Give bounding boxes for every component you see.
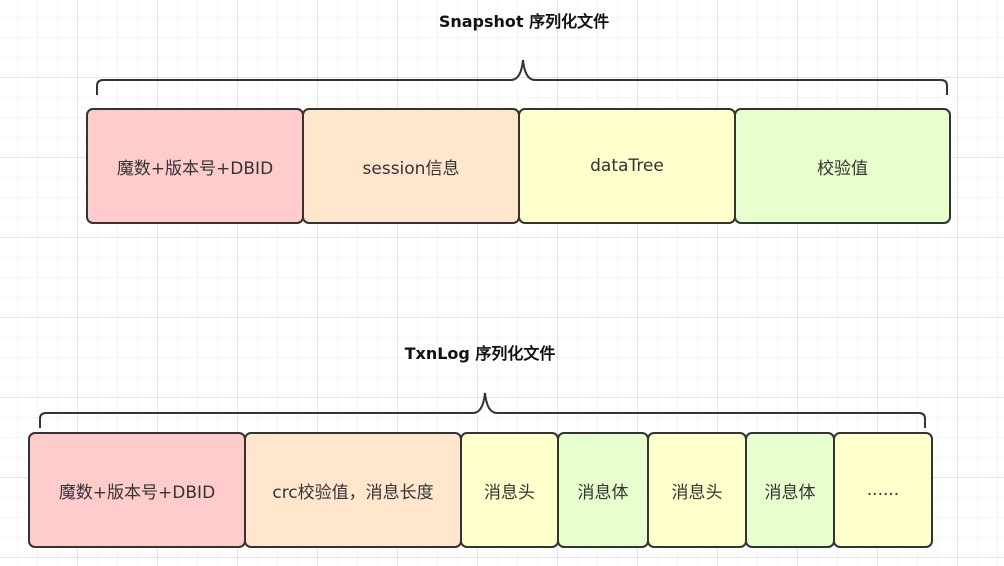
txnlog-segment: crc校验值，消息长度 — [244, 432, 462, 548]
txnlog-segment: 消息头 — [460, 432, 559, 548]
txnlog-brace — [39, 392, 926, 428]
snapshot-segment: dataTree — [518, 108, 736, 224]
snapshot-segment: 魔数+版本号+DBID — [86, 108, 304, 224]
snapshot-segment: session信息 — [302, 108, 520, 224]
txnlog-title: TxnLog 序列化文件 — [404, 344, 556, 363]
snapshot-brace — [96, 59, 948, 95]
txnlog-segment: 消息体 — [745, 432, 835, 548]
snapshot-title: Snapshot 序列化文件 — [438, 12, 610, 31]
txnlog-segment: 消息头 — [647, 432, 747, 548]
snapshot-segment: 校验值 — [734, 108, 951, 224]
txnlog-segment: ...... — [833, 432, 933, 548]
txnlog-segment: 魔数+版本号+DBID — [28, 432, 246, 548]
txnlog-segment: 消息体 — [557, 432, 649, 548]
